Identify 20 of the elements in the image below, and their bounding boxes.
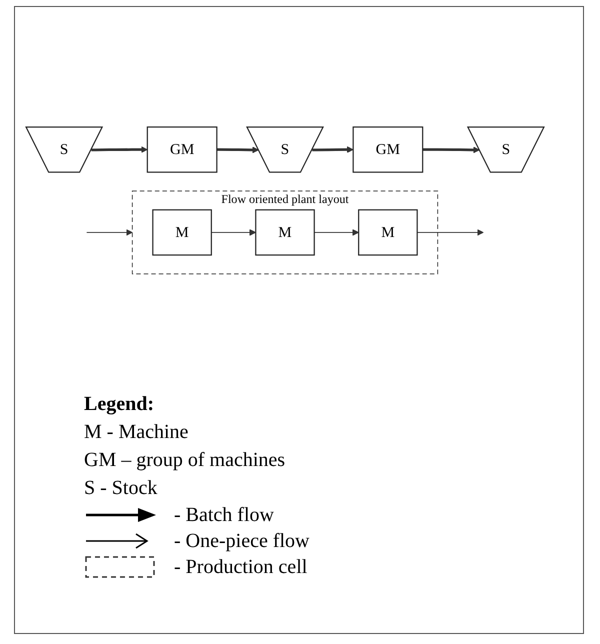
- legend-heading: Legend:: [84, 392, 155, 417]
- arrow: [416, 228, 484, 236]
- node-box: M: [255, 208, 315, 256]
- node-box: M: [152, 208, 212, 256]
- arrow: [216, 146, 259, 153]
- legend-text: M - Machine: [84, 420, 190, 445]
- legend-text: - Batch flow: [174, 503, 274, 528]
- arrow: [91, 146, 148, 152]
- arrow: [211, 228, 256, 236]
- legend-text: GM – group of machines: [84, 448, 286, 473]
- arrow: [312, 146, 354, 152]
- legend-text: S - Stock: [84, 476, 158, 501]
- arrow: [422, 146, 480, 153]
- legend-text: - One-piece flow: [174, 529, 310, 554]
- node-box: GM: [146, 126, 218, 172]
- node-box: M: [358, 208, 418, 256]
- arrow: [86, 228, 133, 236]
- node-box: GM: [352, 126, 424, 172]
- arrow: [314, 228, 359, 236]
- legend-text: - Production cell: [174, 555, 308, 580]
